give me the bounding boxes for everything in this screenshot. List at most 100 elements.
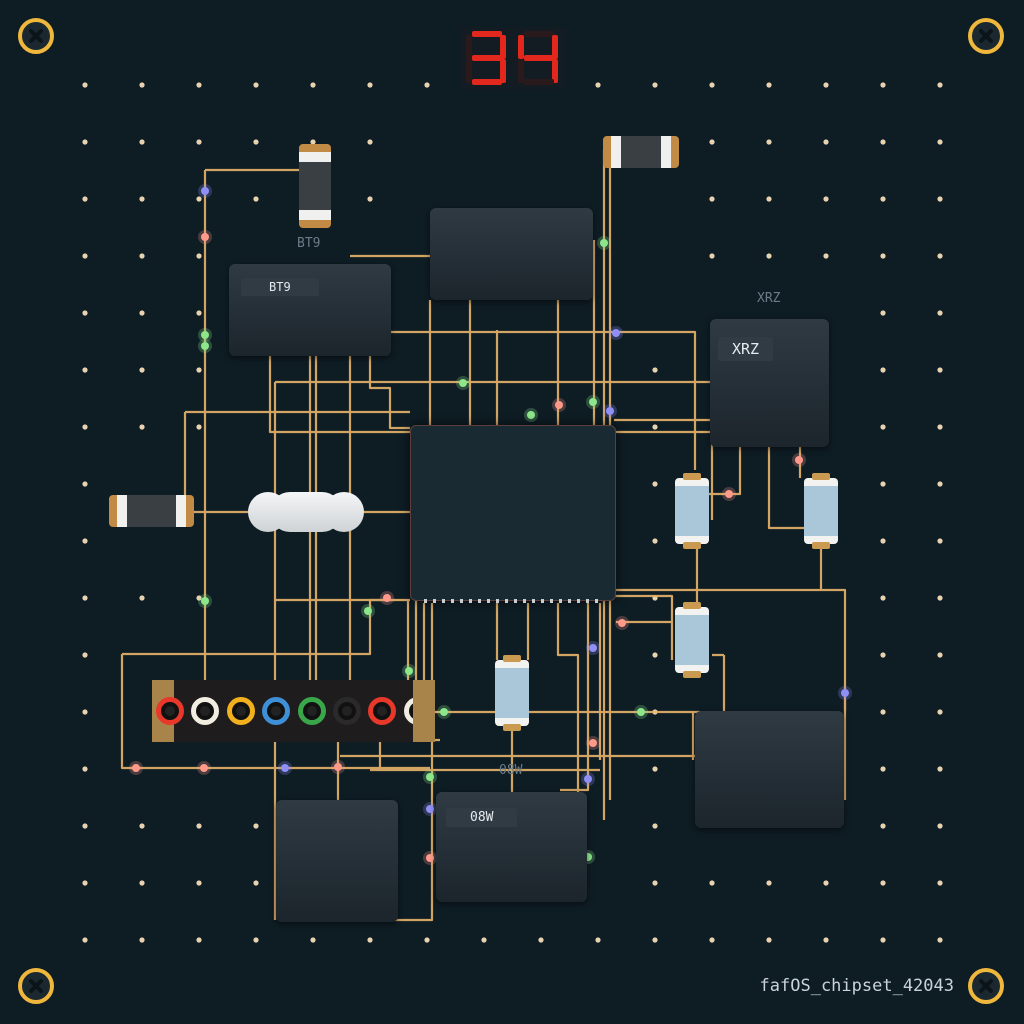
via — [82, 139, 88, 145]
via — [82, 253, 88, 259]
via — [196, 424, 202, 430]
via — [196, 253, 202, 259]
via — [937, 253, 943, 259]
via — [880, 424, 886, 430]
via — [652, 538, 658, 544]
capacitor[interactable] — [299, 144, 331, 228]
led — [426, 805, 434, 813]
led — [200, 764, 208, 772]
led — [132, 764, 140, 772]
via — [196, 196, 202, 202]
via — [253, 196, 259, 202]
display-segment — [518, 59, 524, 83]
via — [82, 367, 88, 373]
pin-header — [152, 680, 435, 742]
via — [880, 766, 886, 772]
via — [937, 82, 943, 88]
inductor[interactable] — [248, 492, 364, 532]
header-pin-white[interactable] — [191, 697, 220, 725]
trace — [556, 603, 580, 800]
chip-unlabeled[interactable] — [276, 800, 398, 922]
chip-08w[interactable]: 08W — [436, 792, 587, 902]
via — [424, 937, 430, 943]
via — [880, 937, 886, 943]
via — [709, 196, 715, 202]
screw-icon — [18, 968, 54, 1004]
capacitor[interactable] — [603, 136, 679, 168]
via — [82, 937, 88, 943]
via — [139, 595, 145, 601]
led — [795, 456, 803, 464]
led — [364, 607, 372, 615]
via — [937, 310, 943, 316]
via — [139, 253, 145, 259]
resistor[interactable] — [675, 473, 709, 549]
via — [652, 652, 658, 658]
via — [937, 196, 943, 202]
via — [82, 823, 88, 829]
via — [196, 595, 202, 601]
via — [139, 196, 145, 202]
via — [82, 82, 88, 88]
board-name: fafOS_chipset_42043 — [759, 976, 954, 996]
via — [937, 766, 943, 772]
via — [880, 880, 886, 886]
trace — [203, 168, 300, 700]
trace — [560, 603, 590, 792]
via — [196, 82, 202, 88]
score-display — [460, 27, 566, 89]
header-pin-green[interactable] — [297, 697, 326, 725]
display-segment — [524, 55, 554, 61]
header-pin-red[interactable] — [368, 697, 397, 725]
via — [652, 367, 658, 373]
chip-unlabeled[interactable] — [695, 711, 844, 828]
header-pin-black[interactable] — [333, 697, 361, 725]
via — [652, 766, 658, 772]
led — [426, 773, 434, 781]
via — [367, 196, 373, 202]
via — [196, 880, 202, 886]
via — [424, 82, 430, 88]
led — [589, 398, 597, 406]
via — [367, 139, 373, 145]
via — [937, 880, 943, 886]
via — [823, 937, 829, 943]
via — [937, 367, 943, 373]
led — [459, 379, 467, 387]
via — [139, 823, 145, 829]
display-segment — [524, 31, 554, 37]
header-pin-red[interactable] — [156, 697, 184, 725]
via — [82, 310, 88, 316]
via — [367, 937, 373, 943]
via — [937, 595, 943, 601]
display-segment — [500, 59, 506, 83]
screw-icon — [968, 18, 1004, 54]
cpu-pin-row — [424, 599, 600, 603]
via — [139, 880, 145, 886]
chip-xrz[interactable]: XRZ — [710, 319, 829, 447]
resistor[interactable] — [804, 473, 838, 549]
via — [823, 82, 829, 88]
chip-bt9[interactable]: BT9 — [229, 264, 391, 356]
via — [196, 937, 202, 943]
trace — [700, 440, 742, 520]
via — [766, 253, 772, 259]
header-pin-white[interactable] — [403, 697, 432, 725]
via — [196, 823, 202, 829]
via — [709, 937, 715, 943]
chip-unlabeled[interactable] — [430, 208, 593, 300]
cpu-chip[interactable] — [410, 425, 616, 601]
header-pin-yellow[interactable] — [226, 697, 255, 725]
via — [652, 481, 658, 487]
display-segment — [466, 59, 472, 83]
via — [82, 196, 88, 202]
display-segment — [472, 79, 502, 85]
header-pin-blue[interactable] — [262, 697, 291, 725]
capacitor[interactable] — [109, 495, 194, 527]
led — [527, 411, 535, 419]
via — [823, 253, 829, 259]
display-segment — [466, 35, 472, 59]
via — [253, 823, 259, 829]
resistor[interactable] — [495, 655, 529, 731]
resistor[interactable] — [675, 602, 709, 678]
